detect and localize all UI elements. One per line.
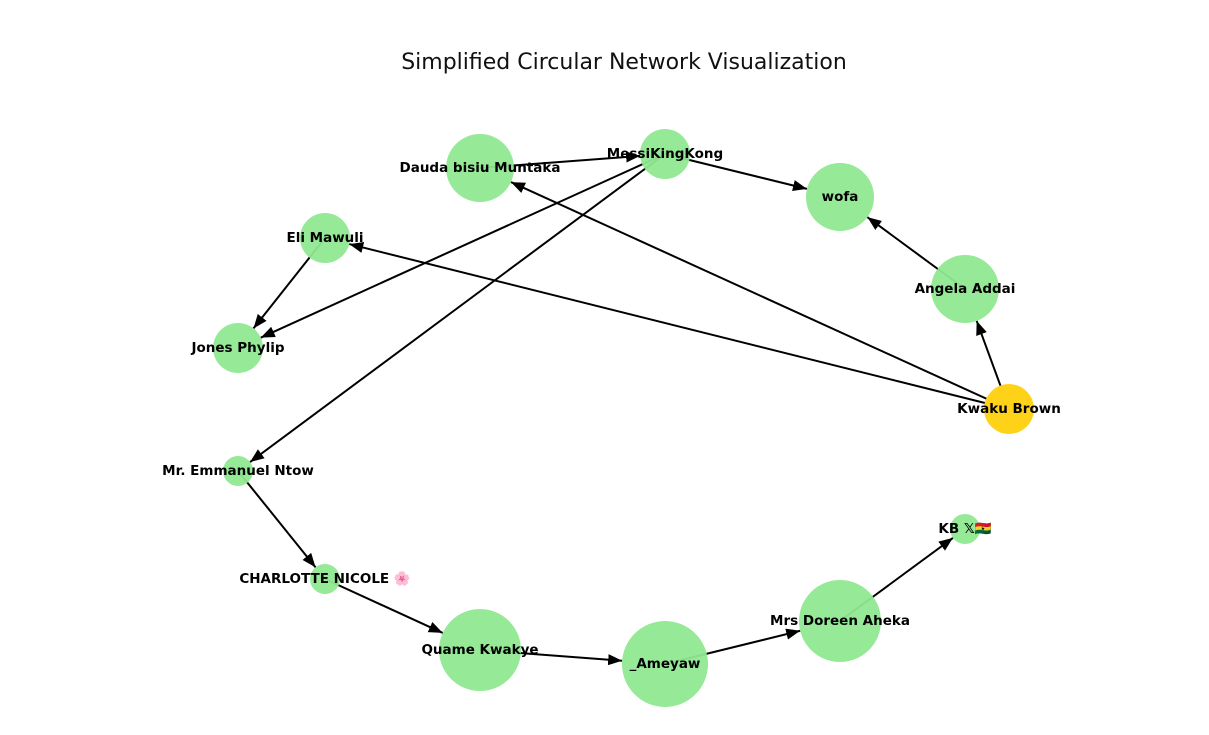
node-charlotte[interactable] [310, 564, 340, 594]
node-label-angela: Angela Addai [915, 281, 1016, 297]
node-emmanuel[interactable] [223, 456, 253, 486]
nodes-layer [213, 129, 1034, 707]
node-kb[interactable] [950, 514, 980, 544]
node-label-kwaku: Kwaku Brown [957, 401, 1061, 417]
node-label-eli: Eli Mawuli [286, 230, 363, 246]
diagram-title: Simplified Circular Network Visualizatio… [401, 50, 847, 75]
node-ameyaw[interactable] [622, 621, 708, 707]
node-angela[interactable] [931, 255, 999, 323]
node-wofa[interactable] [806, 163, 874, 231]
node-label-jones: Jones Phylip [190, 340, 284, 356]
node-label-wofa: wofa [822, 189, 859, 205]
node-quame[interactable] [439, 609, 521, 691]
node-label-doreen: Mrs Doreen Aheka [770, 613, 910, 629]
node-kwaku[interactable] [984, 384, 1034, 434]
node-label-quame: Quame Kwakye [421, 642, 538, 658]
node-label-ameyaw: _Ameyaw [630, 656, 701, 672]
edge-kwaku-to-dauda [510, 181, 1010, 410]
node-label-kb: KB 𝕏🇬🇭 [938, 521, 991, 537]
node-doreen[interactable] [799, 580, 881, 662]
edge-emmanuel-to-charlotte [237, 470, 317, 568]
node-label-emmanuel: Mr. Emmanuel Ntow [162, 463, 314, 479]
edge-messikingkong-to-emmanuel [249, 153, 666, 463]
node-label-dauda: Dauda bisiu Muntaka [400, 160, 561, 176]
node-label-messikingkong: MessiKingKong [607, 146, 723, 162]
node-jones[interactable] [213, 323, 263, 373]
edge-charlotte-to-quame [324, 578, 444, 634]
edge-kwaku-to-eli [349, 242, 1010, 410]
node-label-charlotte: CHARLOTTE NICOLE 🌸 [239, 570, 411, 587]
edge-messikingkong-to-jones [260, 153, 666, 339]
node-messikingkong[interactable] [640, 129, 690, 179]
node-dauda[interactable] [446, 134, 514, 202]
node-eli[interactable] [300, 213, 350, 263]
